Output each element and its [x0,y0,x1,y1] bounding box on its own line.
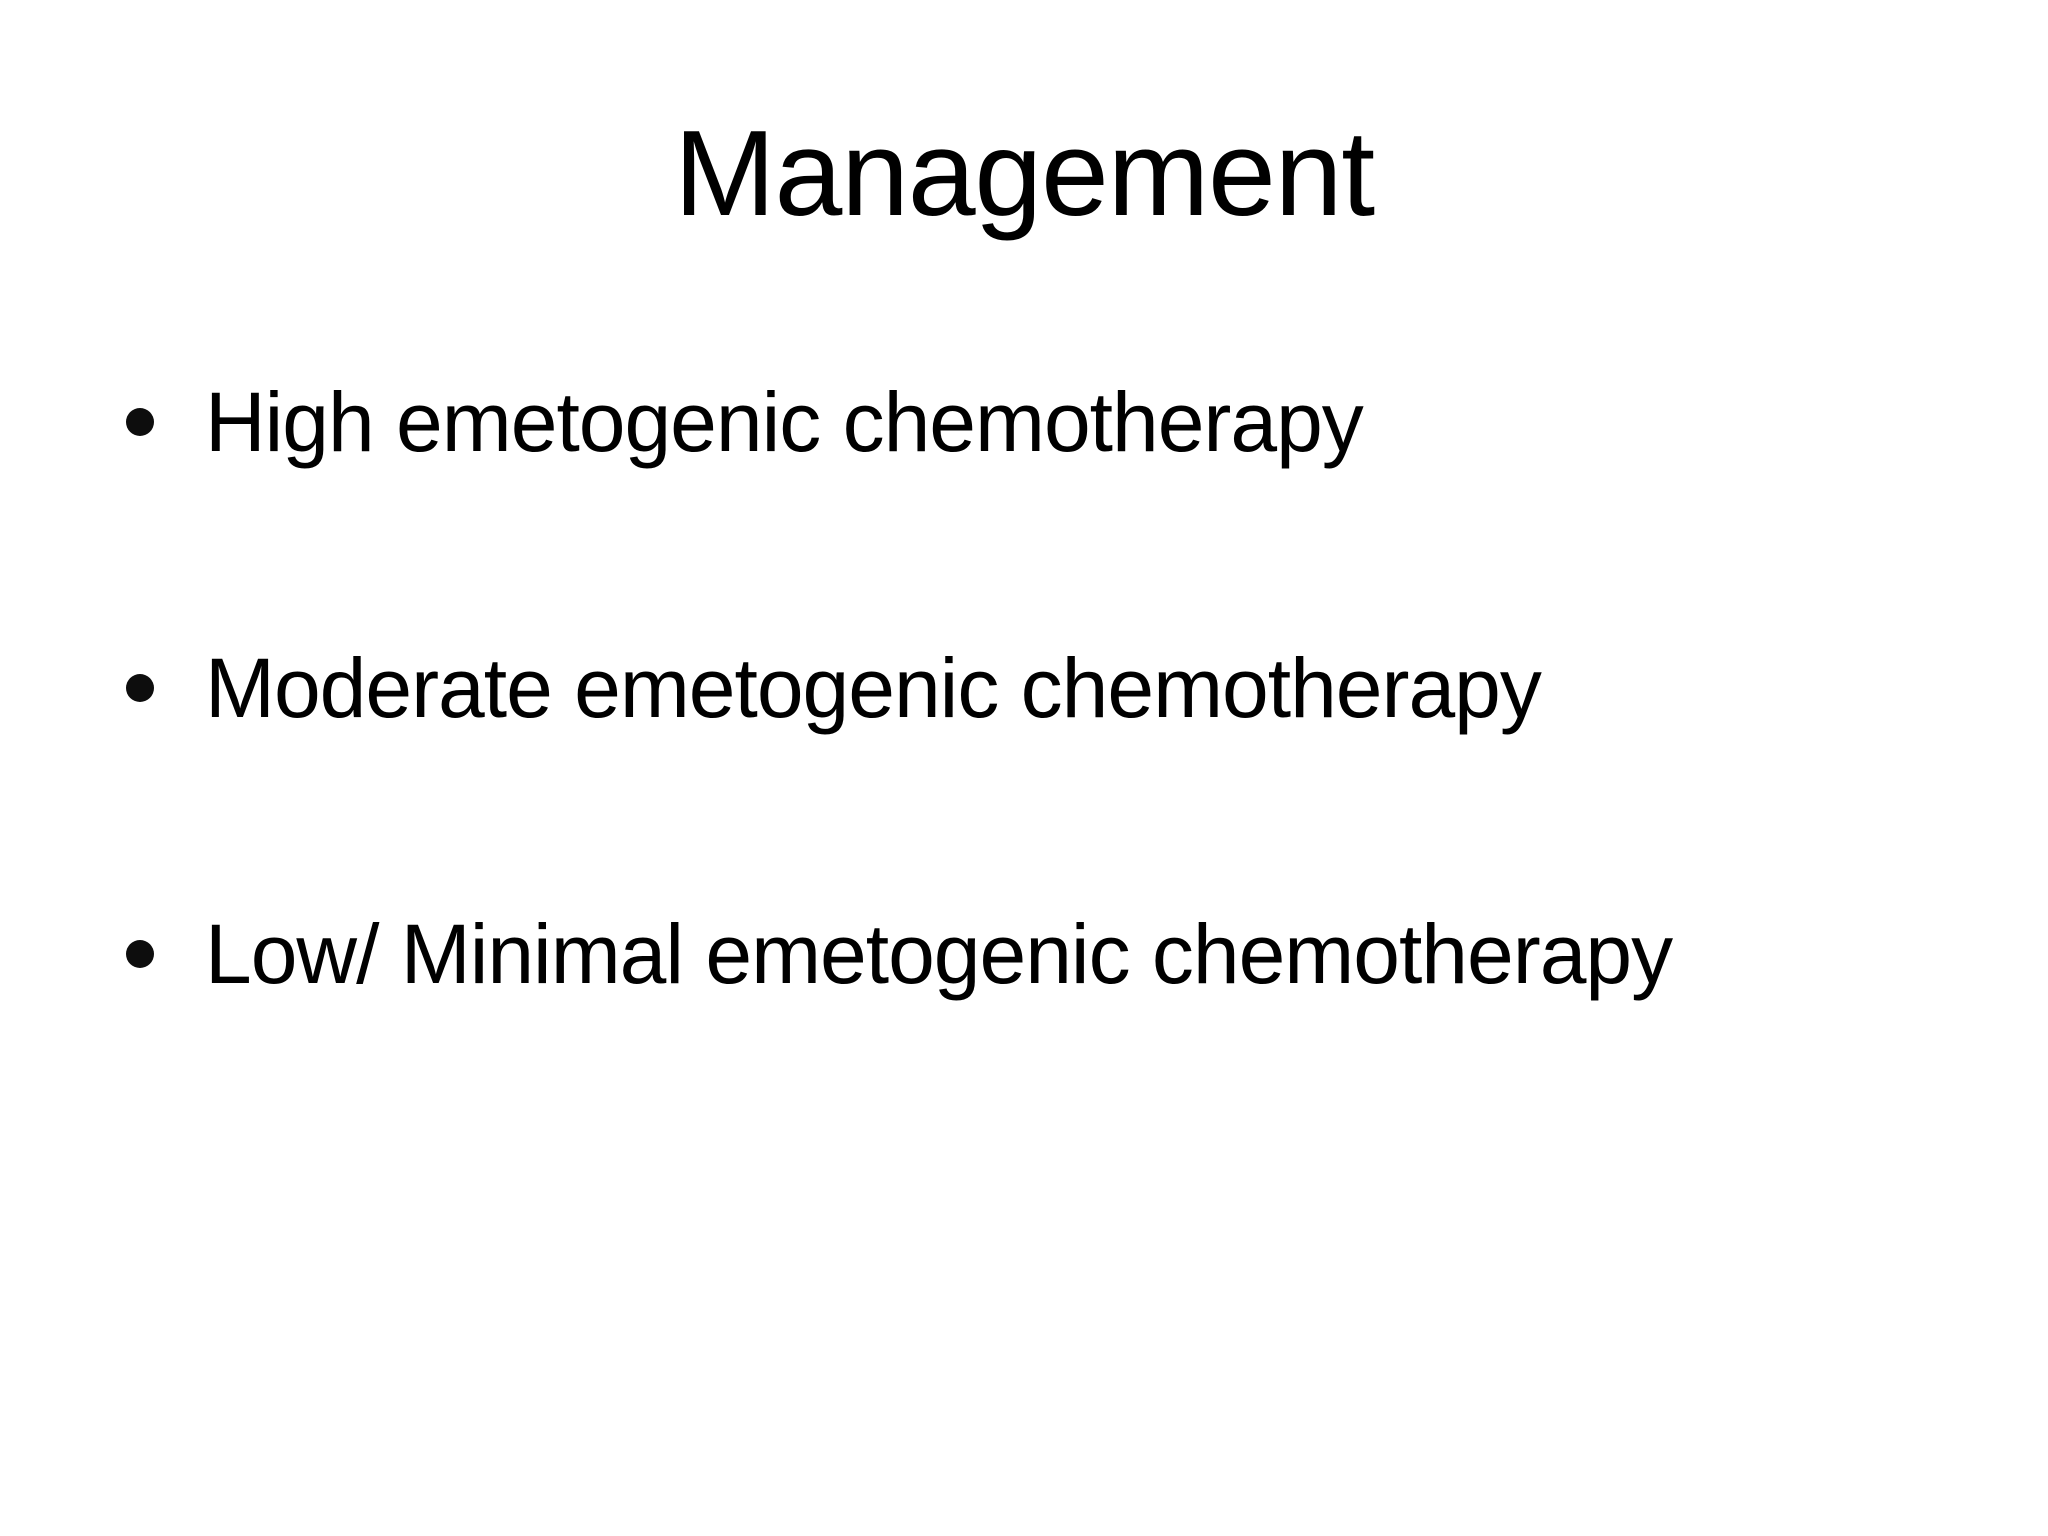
bullet-item: Low/ Minimal emetogenic chemotherapy [0,902,2048,1007]
bullet-item: Moderate emetogenic chemotherapy [0,636,2048,741]
bullet-list: High emetogenic chemotherapy Moderate em… [0,370,2048,1007]
bullet-dot-icon [126,674,154,703]
bullet-dot-icon [126,408,154,437]
bullet-dot-icon [126,940,154,969]
bullet-text: Moderate emetogenic chemotherapy [205,641,1542,736]
bullet-text: High emetogenic chemotherapy [205,375,1364,470]
bullet-text: Low/ Minimal emetogenic chemotherapy [205,907,1673,1002]
bullet-item: High emetogenic chemotherapy [0,370,2048,475]
slide-title: Management [674,105,1375,241]
